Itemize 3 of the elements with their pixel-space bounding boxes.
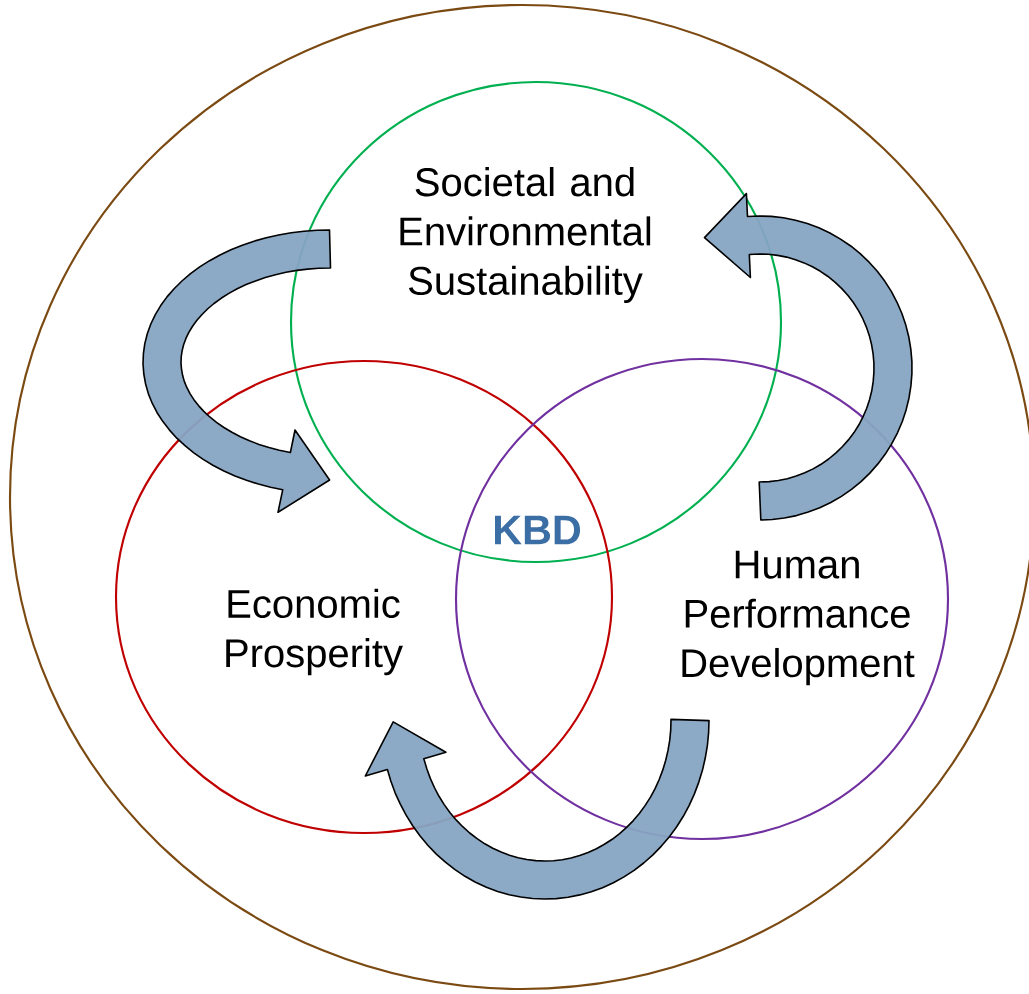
- center-label: KBD: [495, 515, 581, 545]
- curved-arrow: [364, 718, 710, 900]
- curved-arrow: [142, 229, 332, 514]
